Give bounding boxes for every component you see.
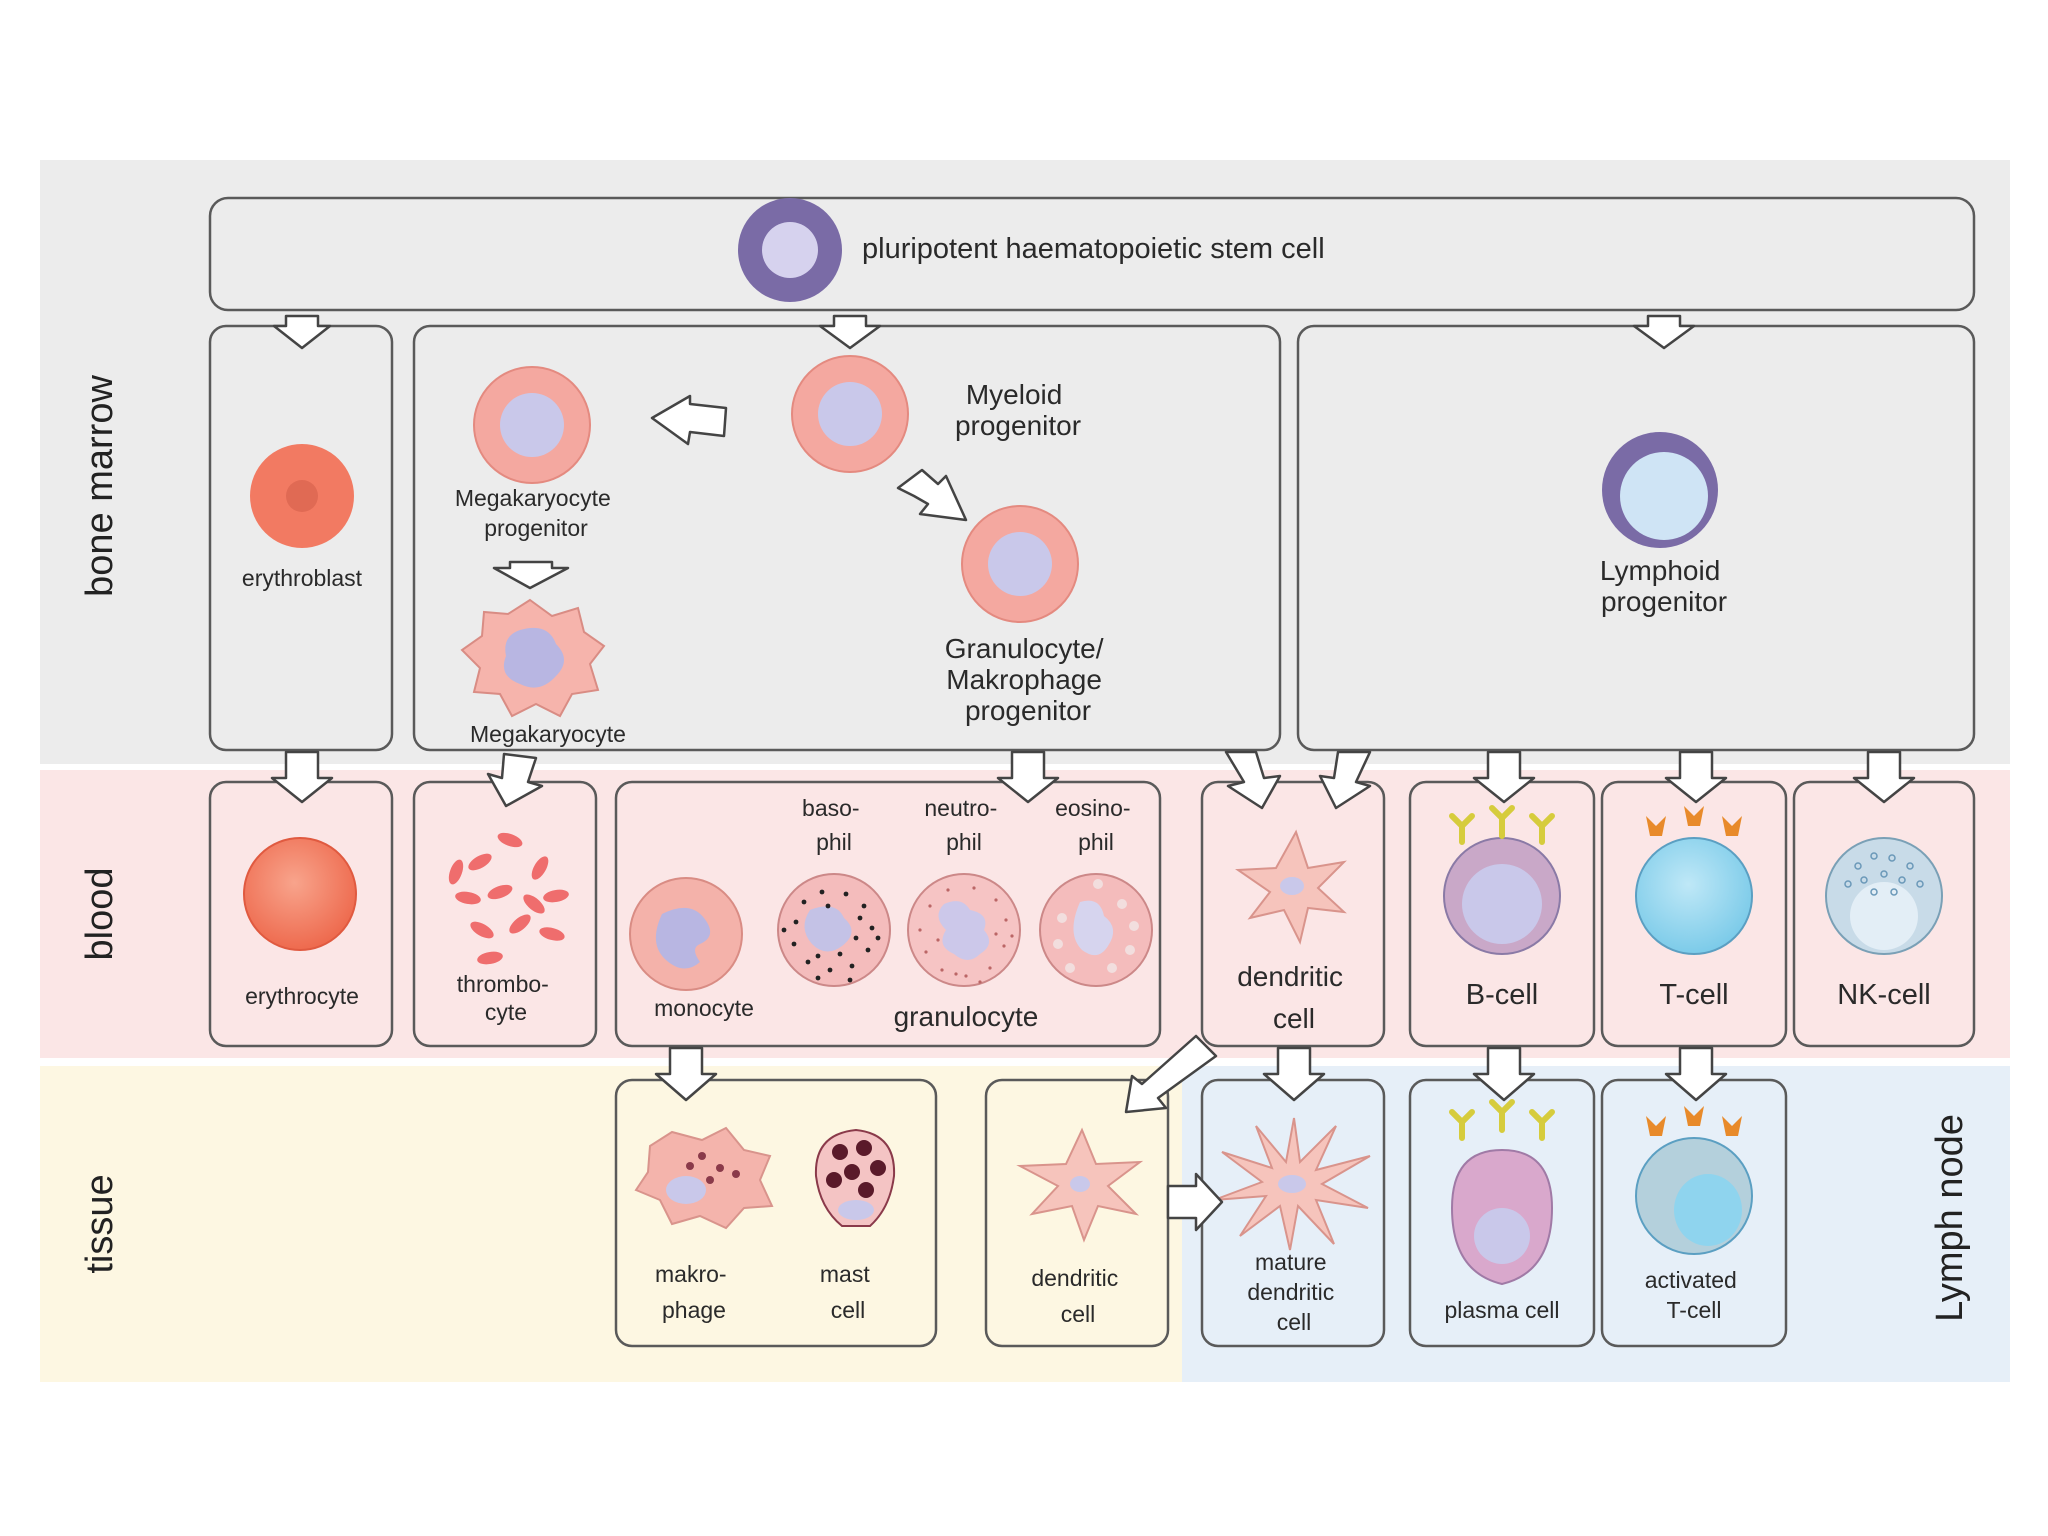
- arrow-dendritic-blood-to-tissue: [1124, 1034, 1218, 1114]
- nk-cell-icon: [1825, 837, 1943, 955]
- megakaryocyte-progenitor-icon: [473, 366, 591, 484]
- arrow-tissue-dendritic-to-mature: [1166, 1172, 1224, 1232]
- arrow-lymphoid-to-nk-cell: [1852, 750, 1916, 804]
- erythroblast-icon: [250, 444, 354, 548]
- arrow-t-cell-to-activated: [1664, 1046, 1728, 1102]
- arrow-erythroblast-to-erythrocyte: [270, 750, 334, 804]
- makrophage-icon: [634, 1126, 774, 1230]
- tissue-band: [40, 1066, 1182, 1382]
- megakaryocyte-progenitor-label: Megakaryocyte progenitor: [455, 485, 617, 541]
- mature-dendritic-cell-icon: [1213, 1117, 1371, 1251]
- eosinophil-icon: [1039, 873, 1153, 987]
- mature-dendritic-cell-label: mature dendritic cell: [1247, 1249, 1340, 1335]
- row-label-tissue: tissue: [79, 1174, 121, 1273]
- dendritic-cell-blood-label: dendritic cell: [1237, 961, 1351, 1034]
- erythrocyte-label: erythrocyte: [245, 983, 359, 1009]
- granulocyte-makrophage-progenitor-label: Granulocyte/ Makrophage progenitor: [945, 633, 1112, 726]
- arrow-lymphoid-to-dendritic: [1318, 750, 1372, 810]
- megakaryocyte-icon: [460, 598, 606, 718]
- stem-cell-icon: [738, 198, 842, 302]
- arrow-megakaryocyte-to-thrombocyte: [486, 752, 544, 808]
- thrombocyte-icon: [448, 832, 569, 965]
- arrow-b-cell-to-plasma-cell: [1472, 1046, 1536, 1102]
- mast-cell-icon: [814, 1128, 896, 1227]
- arrow-gm-progenitor-to-granulocytes: [996, 750, 1060, 804]
- erythrocyte-icon: [243, 837, 357, 951]
- monocyte-icon: [629, 877, 743, 991]
- neutrophil-label: neutro- phil: [924, 795, 1003, 855]
- stem-cell-box: [208, 196, 1976, 312]
- t-cell-label: T-cell: [1659, 979, 1728, 1011]
- row-label-lymph-node: Lymph node: [1929, 1114, 1971, 1322]
- neutrophil-icon: [907, 873, 1021, 987]
- row-label-bone-marrow: bone marrow: [79, 375, 121, 597]
- lymphoid-progenitor-label: Lymphoid progenitor: [1600, 555, 1728, 617]
- thrombocyte-label: thrombo- cyte: [457, 971, 555, 1025]
- arrow-myeloid-to-megakaryocyte-progenitor: [650, 394, 728, 446]
- arrow-stem-to-lymphoid: [1632, 314, 1696, 350]
- plasma-cell-label: plasma cell: [1444, 1297, 1559, 1323]
- mast-cell-label: mast cell: [820, 1261, 876, 1323]
- eosinophil-label: eosino- phil: [1055, 795, 1137, 855]
- dendritic-cell-tissue-label: dendritic cell: [1031, 1265, 1124, 1327]
- arrow-megakaryocyte-progenitor-to-megakaryocyte: [492, 560, 570, 590]
- dendritic-cell-tissue-icon: [1016, 1127, 1144, 1243]
- arrow-stem-to-myeloid: [818, 314, 882, 350]
- plasma-cell-icon: [1449, 1099, 1555, 1286]
- arrow-lymphoid-to-t-cell: [1664, 750, 1728, 804]
- arrow-myeloid-to-granulocyte-progenitor: [896, 468, 968, 522]
- basophil-icon: [777, 873, 891, 987]
- arrow-myeloid-to-dendritic: [1224, 750, 1282, 810]
- b-cell-icon: [1443, 805, 1561, 955]
- arrow-lymphoid-to-b-cell: [1472, 750, 1536, 804]
- nk-cell-label: NK-cell: [1837, 979, 1930, 1011]
- makrophage-label: makro- phage: [655, 1261, 733, 1323]
- monocyte-label: monocyte: [654, 995, 754, 1021]
- arrow-stem-to-erythroblast: [272, 314, 332, 350]
- basophil-label: baso- phil: [802, 795, 866, 855]
- erythroblast-label: erythroblast: [242, 565, 363, 591]
- dendritic-cell-blood-icon: [1235, 829, 1347, 945]
- granulocyte-label: granulocyte: [894, 1001, 1039, 1032]
- arrow-dendritic-blood-to-mature: [1262, 1046, 1326, 1102]
- activated-t-cell-label: activated T-cell: [1645, 1267, 1743, 1323]
- lymphoid-progenitor-icon: [1602, 432, 1718, 548]
- t-cell-icon: [1635, 806, 1753, 955]
- dendritic-blood-box: [1200, 780, 1386, 1048]
- megakaryocyte-label: Megakaryocyte: [470, 721, 626, 747]
- granulocyte-box: [614, 780, 1162, 1048]
- activated-t-cell-icon: [1635, 1106, 1753, 1255]
- makrophage-mast-box: [614, 1078, 938, 1348]
- row-label-blood: blood: [79, 868, 121, 961]
- b-cell-label: B-cell: [1466, 979, 1539, 1011]
- granulocyte-makrophage-progenitor-icon: [961, 505, 1079, 623]
- myeloid-progenitor-icon: [791, 355, 909, 473]
- arrow-monocyte-to-makrophage: [654, 1046, 718, 1102]
- stem-cell-label: pluripotent haematopoietic stem cell: [862, 233, 1325, 265]
- myeloid-progenitor-label: Myeloid progenitor: [955, 379, 1081, 441]
